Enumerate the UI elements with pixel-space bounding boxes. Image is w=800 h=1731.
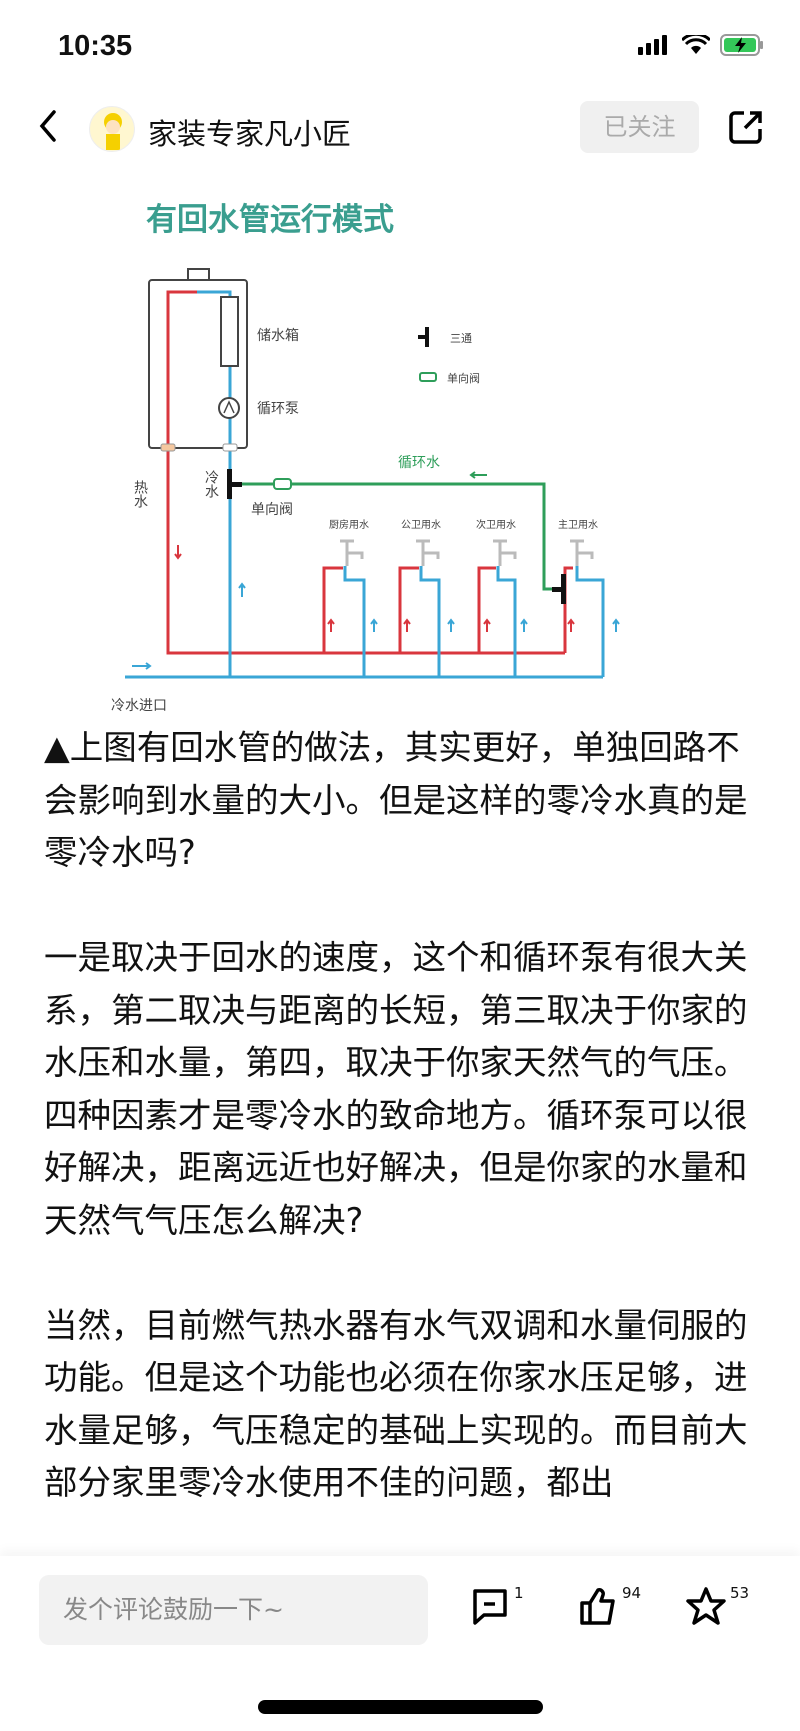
comment-input[interactable]: 发个评论鼓励一下~	[39, 1575, 428, 1645]
label-inlet: 冷水进口	[111, 698, 167, 714]
follow-button[interactable]: 已关注	[580, 101, 699, 153]
like-button[interactable]: 94	[578, 1584, 642, 1626]
label-hot: 热水	[132, 480, 148, 508]
label-public-bath: 公卫用水	[401, 519, 441, 531]
favorite-count: 53	[730, 1584, 750, 1602]
label-tank: 储水箱	[257, 328, 299, 344]
signal-icon	[638, 35, 667, 55]
circulation-pipe	[230, 482, 565, 591]
article-paragraph: 一是取决于回水的速度，这个和循环泵有很大关系，第二取决与距离的长短，第三取决于你…	[44, 938, 748, 1240]
legend-valve-icon	[419, 372, 437, 382]
check-valve	[273, 478, 292, 490]
hot-pipe	[166, 290, 565, 655]
status-bar: 10:35	[0, 0, 800, 90]
cold-pipe	[197, 290, 232, 677]
tee-fitting	[227, 469, 232, 499]
label-kitchen: 厨房用水	[329, 518, 369, 531]
star-icon	[686, 1587, 726, 1625]
article-paragraph: ▲上图有回水管的做法，其实更好，单独回路不会影响到水量的大小。但是这样的零冷水真…	[44, 728, 748, 872]
thumbs-up-icon	[580, 1588, 615, 1625]
share-button[interactable]	[728, 109, 764, 149]
label-circulation: 循环水	[398, 455, 440, 471]
back-button[interactable]	[36, 108, 66, 148]
water-circulation-diagram: 有回水管运行模式 储水箱 循环泵 三通 单向阀 单向阀 循环水 冷水进口 热水 …	[111, 202, 620, 714]
battery-charging-icon	[720, 34, 763, 56]
status-time: 10:35	[58, 30, 133, 62]
wifi-icon	[682, 35, 710, 54]
comment-icon	[473, 1589, 507, 1625]
label-master-bath: 主卫用水	[558, 519, 598, 531]
like-count: 94	[622, 1584, 642, 1602]
label-cold: 冷水	[203, 470, 219, 498]
faucet-icons	[340, 539, 594, 566]
favorite-button[interactable]: 53	[686, 1584, 750, 1626]
home-indicator[interactable]	[258, 1700, 543, 1714]
legend-tee-icon	[418, 327, 429, 347]
chevron-left-icon	[39, 110, 56, 142]
diagram-title: 有回水管运行模式	[146, 202, 394, 238]
avatar[interactable]	[89, 106, 135, 152]
nav-bar: 家装专家凡小匠 已关注	[0, 98, 800, 158]
label-second-bath: 次卫用水	[476, 518, 516, 531]
legend-valve: 单向阀	[447, 371, 480, 385]
author-name[interactable]: 家装专家凡小匠	[148, 117, 352, 151]
label-pump: 循环泵	[257, 401, 299, 417]
flow-arrows	[132, 471, 620, 670]
share-icon	[729, 111, 762, 144]
avatar-cartoon-icon	[104, 113, 122, 150]
heater-nub	[187, 268, 210, 281]
comment-count: 1	[514, 1584, 524, 1602]
article-paragraph: 当然，目前燃气热水器有水气双调和水量伺服的功能。但是这个功能也必须在你家水压足够…	[44, 1305, 748, 1503]
article-body: ▲上图有回水管的做法，其实更好，单独回路不会影响到水量的大小。但是这样的零冷水真…	[44, 722, 760, 1562]
label-check-valve: 单向阀	[251, 502, 293, 518]
comment-button[interactable]: 1	[470, 1584, 524, 1626]
legend-tee: 三通	[450, 332, 472, 345]
storage-tank	[220, 296, 239, 367]
